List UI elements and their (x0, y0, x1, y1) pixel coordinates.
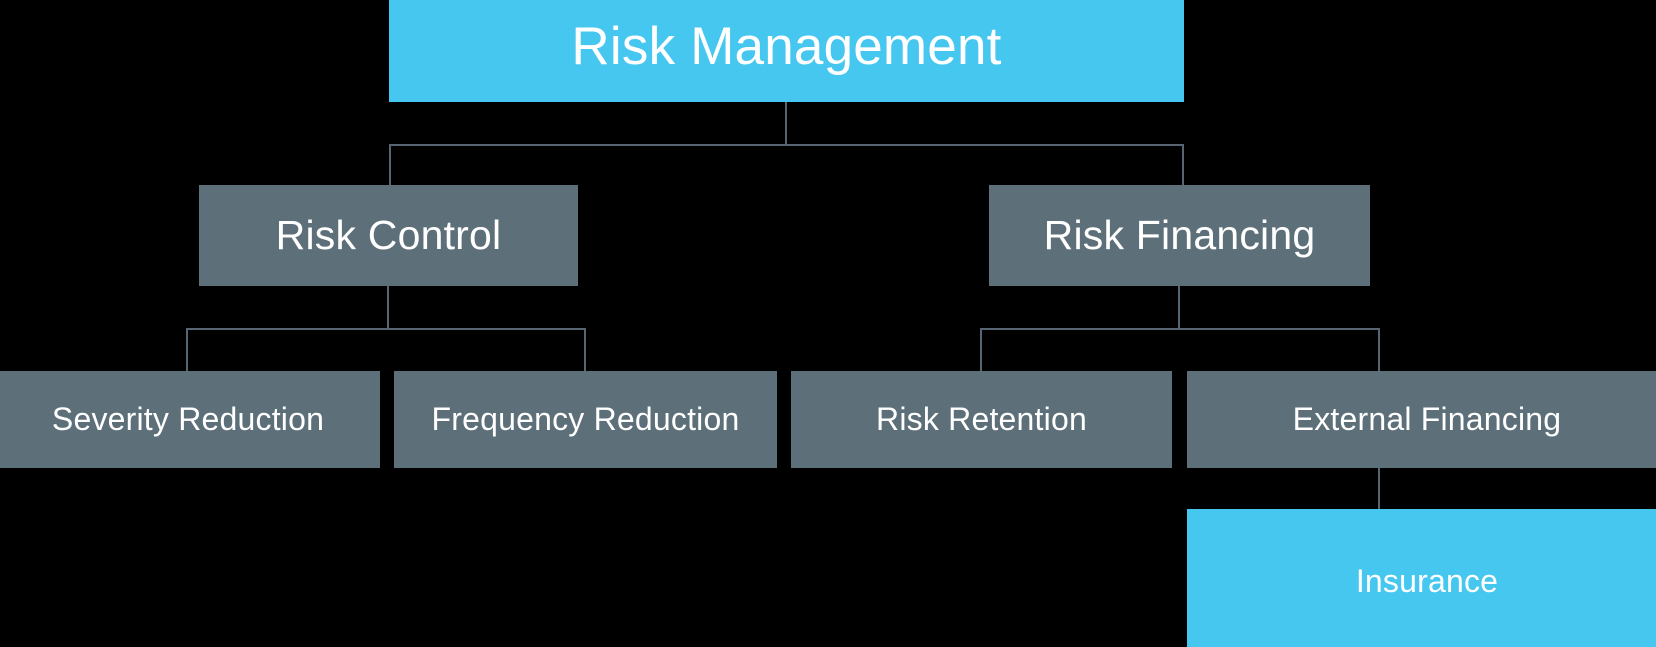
node-frequency-reduction-label: Frequency Reduction (431, 400, 740, 437)
node-risk-control[interactable]: Risk Control (199, 185, 578, 286)
node-risk-management[interactable]: Risk Management (389, 0, 1184, 102)
node-external-financing[interactable]: External Financing (1187, 371, 1656, 468)
node-severity-reduction-label: Severity Reduction (51, 400, 325, 437)
connector-risk-control-bus (186, 328, 586, 330)
connector-risk-financing-stem (1178, 286, 1180, 330)
connector-root-to-risk-control (389, 144, 391, 187)
node-frequency-reduction[interactable]: Frequency Reduction (394, 371, 777, 468)
node-risk-retention[interactable]: Risk Retention (791, 371, 1172, 468)
connector-risk-control-to-severity-reduction (186, 328, 188, 373)
node-risk-financing[interactable]: Risk Financing (989, 185, 1370, 286)
connector-risk-financing-to-external-financing (1378, 328, 1380, 373)
node-external-financing-label: External Financing (1292, 400, 1562, 437)
node-insurance[interactable]: Insurance (1187, 509, 1656, 647)
connector-risk-financing-to-risk-retention (980, 328, 982, 373)
connector-risk-control-to-frequency-reduction (584, 328, 586, 373)
node-severity-reduction[interactable]: Severity Reduction (0, 371, 380, 468)
connector-root-to-risk-financing (1182, 144, 1184, 187)
connector-external-financing-to-insurance (1378, 468, 1380, 511)
connector-risk-control-stem (387, 286, 389, 330)
node-risk-control-label: Risk Control (275, 211, 502, 258)
node-risk-financing-label: Risk Financing (1043, 211, 1316, 258)
connector-root-stem (785, 102, 787, 146)
node-risk-retention-label: Risk Retention (876, 400, 1087, 437)
node-insurance-label: Insurance (1355, 562, 1499, 599)
connector-risk-financing-bus (980, 328, 1380, 330)
connector-root-bus (389, 144, 1184, 146)
node-risk-management-label: Risk Management (571, 16, 1002, 76)
